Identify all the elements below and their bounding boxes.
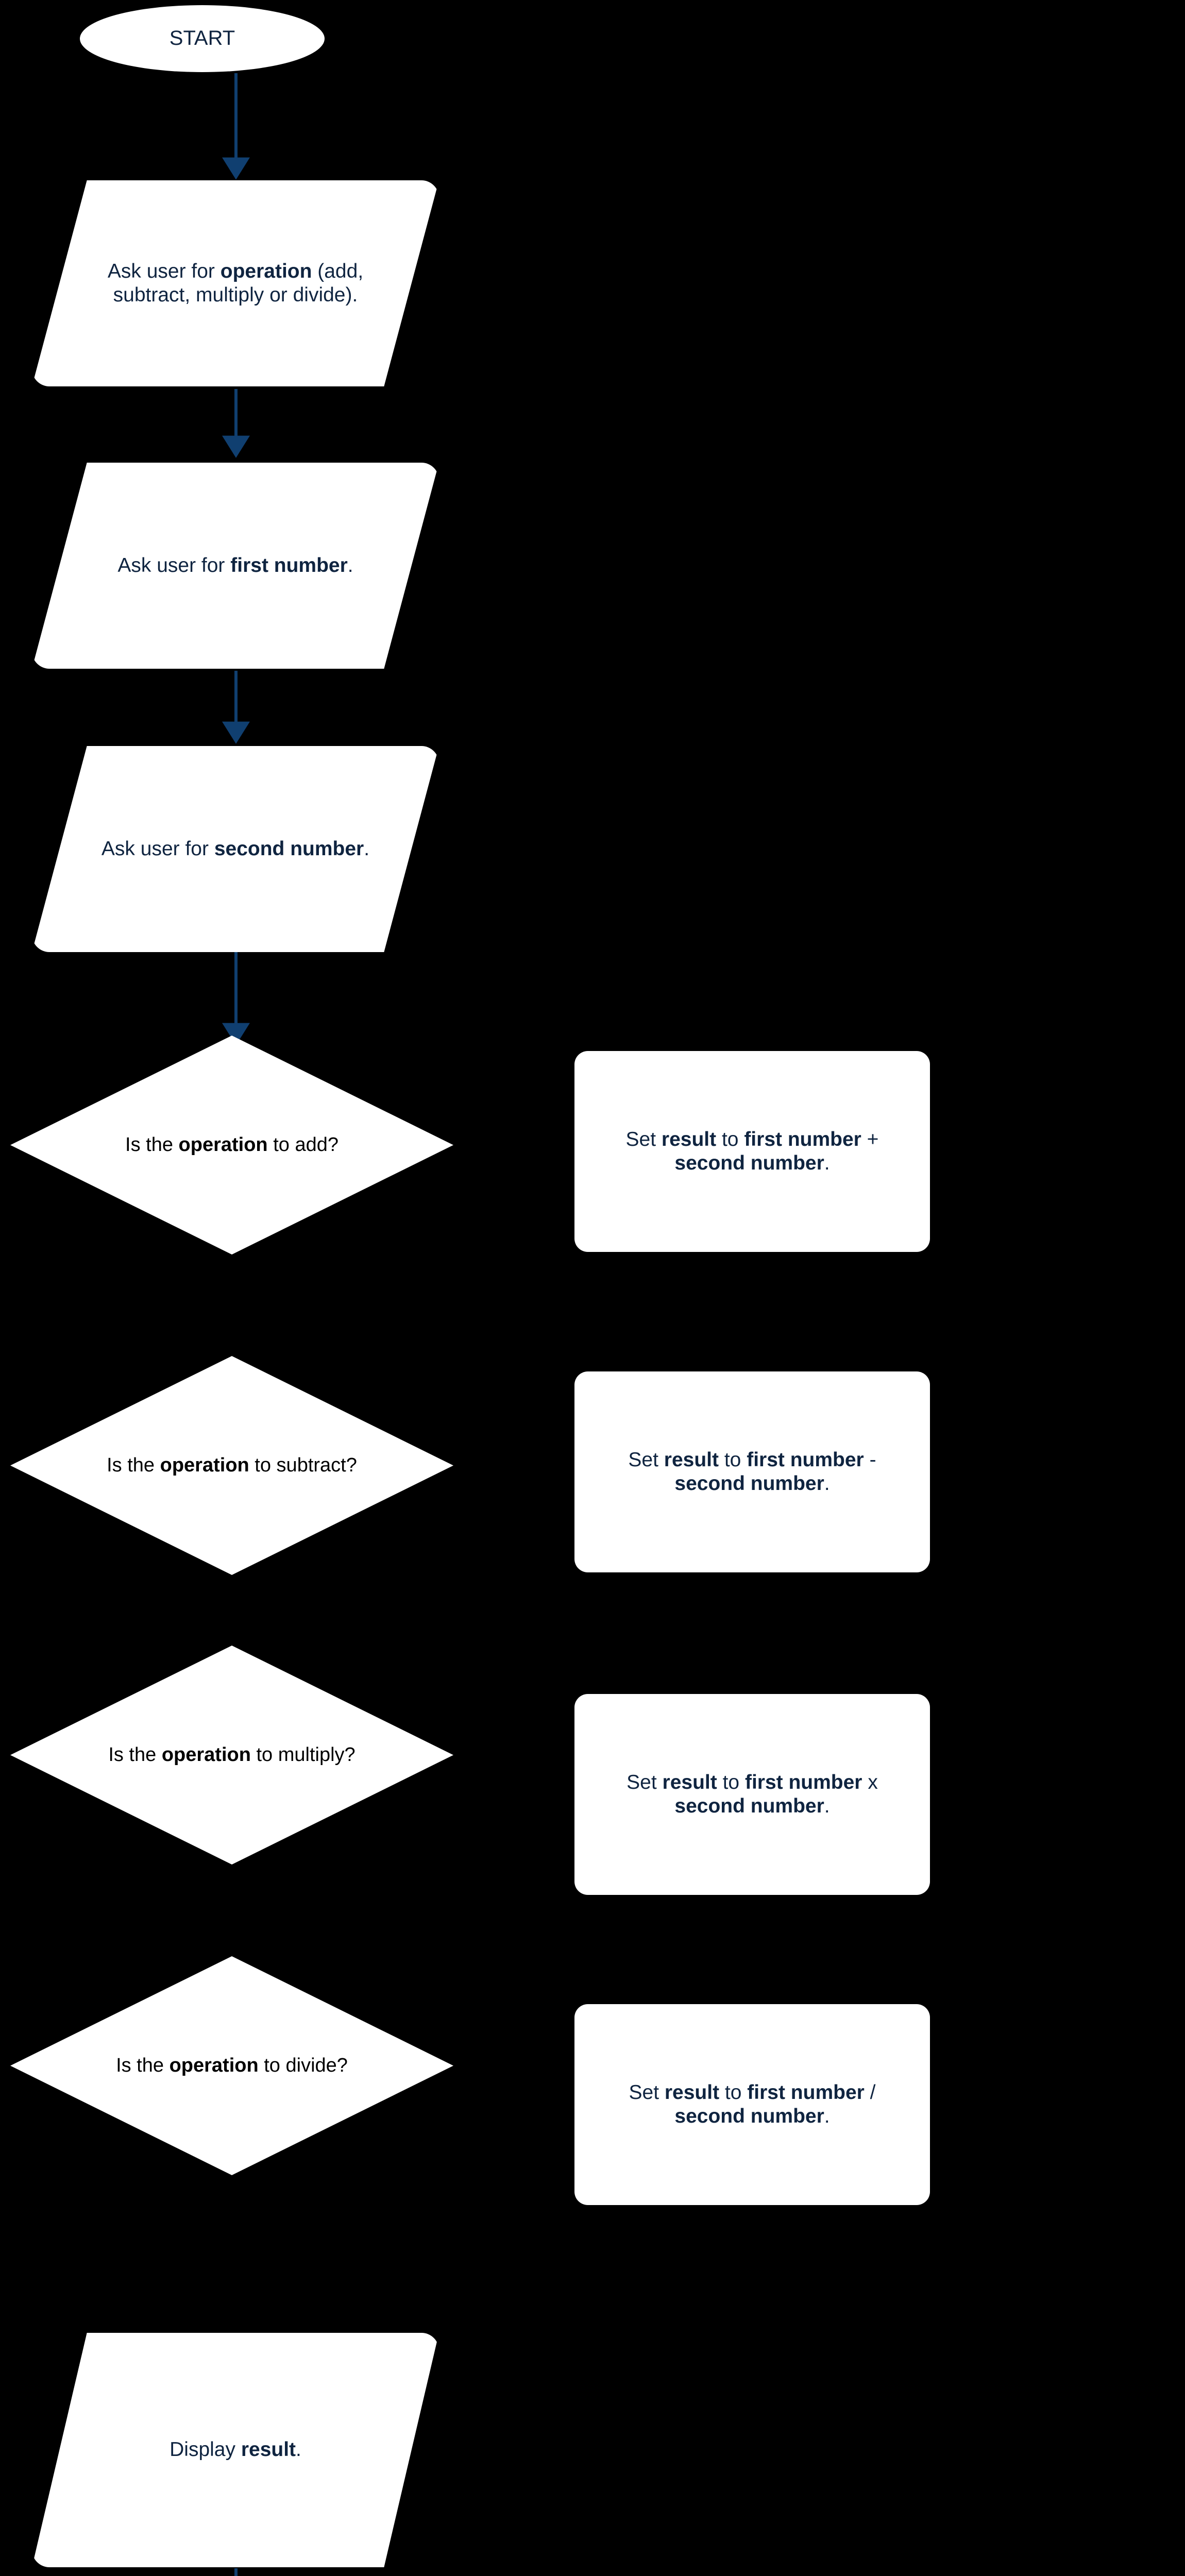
parallelogram-shape (32, 463, 439, 669)
node-set-result-divide-label: Set result to first number / second numb… (629, 2081, 876, 2127)
node-ask-second-number[interactable]: Ask user for second number. (32, 746, 439, 952)
node-decision-divide-label: Is the operation to divide? (116, 2055, 348, 2077)
node-decision-add[interactable]: Is the operation to add? (10, 1036, 453, 1255)
node-decision-subtract-label: Is the operation to subtract? (107, 1454, 357, 1477)
parallelogram-shape (32, 746, 439, 952)
node-decision-subtract[interactable]: Is the operation to subtract? (10, 1356, 453, 1575)
node-set-result-multiply-label: Set result to first number x second numb… (627, 1771, 878, 1817)
parallelogram-shape (32, 180, 439, 386)
node-set-result-add[interactable]: Set result to first number + second numb… (574, 1051, 930, 1252)
node-ask-operation-label: Ask user for operation (add, subtract, m… (107, 260, 364, 306)
node-ask-first-number[interactable]: Ask user for first number. (32, 463, 439, 669)
node-set-result-subtract-label: Set result to first number - second numb… (628, 1448, 876, 1495)
node-display-result[interactable]: Display result. (32, 2333, 439, 2567)
node-set-result-multiply[interactable]: Set result to first number x second numb… (574, 1694, 930, 1895)
node-ask-first-number-label: Ask user for first number. (117, 554, 353, 577)
node-decision-add-label: Is the operation to add? (125, 1134, 338, 1156)
parallelogram-shape (32, 2333, 439, 2567)
node-display-result-label: Display result. (170, 2438, 301, 2461)
node-start-label: START (169, 27, 235, 50)
node-set-result-divide[interactable]: Set result to first number / second numb… (574, 2004, 930, 2205)
node-decision-multiply-label: Is the operation to multiply? (108, 1744, 356, 1766)
node-ask-second-number-label: Ask user for second number. (101, 837, 370, 860)
node-ask-operation[interactable]: Ask user for operation (add, subtract, m… (32, 180, 439, 386)
node-start[interactable]: START (80, 5, 325, 72)
node-set-result-add-label: Set result to first number + second numb… (625, 1128, 879, 1174)
node-decision-divide[interactable]: Is the operation to divide? (10, 1956, 453, 2175)
node-decision-multiply[interactable]: Is the operation to multiply? (10, 1646, 453, 1865)
node-set-result-subtract[interactable]: Set result to first number - second numb… (574, 1371, 930, 1572)
